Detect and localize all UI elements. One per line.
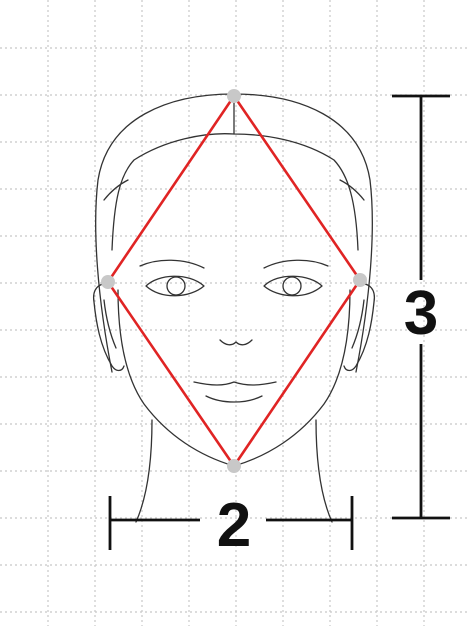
right-cheek-point [353,273,367,287]
width-dimension [108,496,354,550]
height-dimension [392,94,450,520]
crown-point [227,89,241,103]
left-eyebrow [139,259,205,269]
neck-right [315,419,333,523]
left-cheek-point [101,275,115,289]
face-shape-diamond [106,94,362,468]
face-sketch [92,93,376,523]
upper-lip [193,381,277,386]
left-ear [92,283,125,372]
width-ratio-label: 2 [217,491,251,560]
nose [219,339,253,346]
hairline [111,133,359,251]
height-ratio-label: 3 [404,279,438,348]
neck-left [135,419,153,523]
right-ear [343,283,376,372]
right-eyebrow [263,259,329,269]
chin-point [227,459,241,473]
left-eye [145,275,205,297]
right-eye [263,275,323,297]
face-contour [117,289,351,467]
key-points [101,89,367,473]
lower-lip [205,395,263,403]
